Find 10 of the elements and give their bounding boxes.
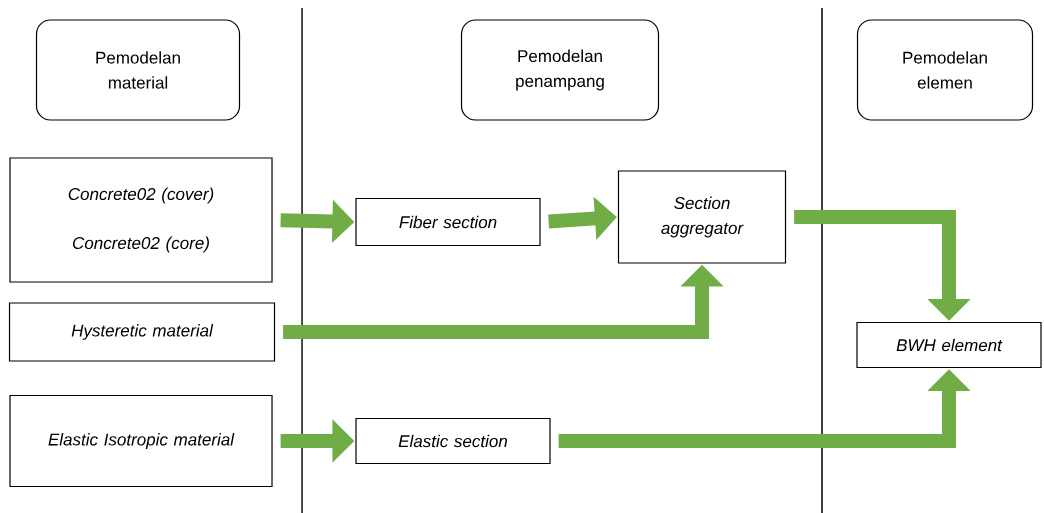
process-box: Fiber section [355, 197, 541, 247]
process-box: Hysteretic material [8, 302, 276, 362]
process-box: BWH element [856, 321, 1042, 369]
process-box: Elastic Isotropic material [9, 394, 273, 488]
process-box: Concrete02 (cover) Concrete02 (core) [9, 157, 273, 283]
header-box: Pemodelan elemen [856, 19, 1034, 121]
process-box: Elastic section [355, 417, 551, 465]
header-box: Pemodelan material [35, 19, 241, 121]
process-box: Section aggregator [617, 170, 787, 264]
header-box: Pemodelan penampang [460, 19, 660, 121]
